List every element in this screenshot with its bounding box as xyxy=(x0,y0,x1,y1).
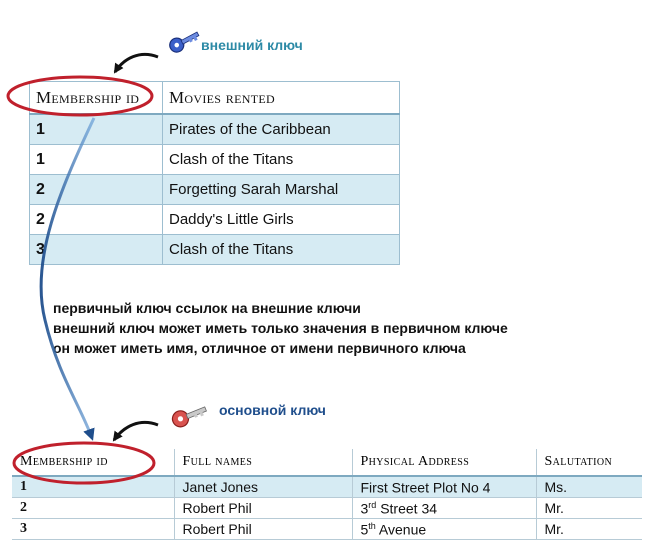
key-icon xyxy=(171,406,207,428)
note-line-1: первичный ключ ссылок на внешние ключи xyxy=(53,300,361,316)
key-icon xyxy=(169,31,200,53)
address-text: 5 xyxy=(360,521,369,538)
cell-physical-address: 3rd Street 34 xyxy=(351,497,536,519)
table-header-row: Membership id Full names Physical Addres… xyxy=(12,449,642,477)
cell-membership-id: 1 xyxy=(12,476,174,498)
cell-membership-id: 2 xyxy=(12,497,174,519)
column-header-movies-rented: Movies rented xyxy=(162,81,400,115)
cell-membership-id: 2 xyxy=(29,174,163,205)
cell-salutation: Mr. xyxy=(535,518,642,540)
pointer-arrow-primary-key xyxy=(112,420,159,442)
cell-membership-id: 3 xyxy=(29,234,163,265)
cell-physical-address: First Street Plot No 4 xyxy=(351,476,536,498)
pointer-arrow-foreign-key xyxy=(113,52,159,74)
primary-key-caption: основной ключ xyxy=(219,402,326,418)
table-header-row: Membership id Movies rented xyxy=(29,81,400,115)
cell-movie: Pirates of the Caribbean xyxy=(162,113,400,145)
cell-membership-id: 1 xyxy=(29,113,163,145)
table-row: 1 Janet Jones First Street Plot No 4 Ms. xyxy=(12,476,642,498)
table-row: 2 Daddy's Little Girls xyxy=(29,204,400,235)
column-header-full-names: Full names xyxy=(173,449,352,477)
cell-salutation: Ms. xyxy=(535,476,642,498)
cell-membership-id: 2 xyxy=(29,204,163,235)
foreign-key-caption: внешний ключ xyxy=(201,37,303,53)
table-row: 3 Robert Phil 5th Avenue Mr. xyxy=(12,518,642,540)
movies-rented-table: Membership id Movies rented 1 Pirates of… xyxy=(29,81,400,265)
note-line-3: он может иметь имя, отличное от имени пе… xyxy=(53,340,466,356)
address-text: 3 xyxy=(360,500,369,517)
cell-full-name: Janet Jones xyxy=(173,476,352,498)
address-text-rest: Avenue xyxy=(375,521,427,538)
column-header-salutation: Salutation xyxy=(535,449,642,477)
cell-membership-id: 3 xyxy=(12,518,174,540)
cell-movie: Daddy's Little Girls xyxy=(162,204,400,235)
column-header-membership-id: Membership id xyxy=(12,449,174,477)
table-row: 3 Clash of the Titans xyxy=(29,234,400,265)
table-row: 2 Forgetting Sarah Marshal xyxy=(29,174,400,205)
members-table: Membership id Full names Physical Addres… xyxy=(12,449,642,540)
cell-movie: Clash of the Titans xyxy=(162,234,400,265)
column-header-membership-id: Membership id xyxy=(29,81,163,115)
table-row: 1 Pirates of the Caribbean xyxy=(29,113,400,145)
address-text-rest: Street 34 xyxy=(376,500,438,517)
address-text: First Street Plot No 4 xyxy=(360,479,491,496)
address-ordinal-suffix: rd xyxy=(368,499,377,510)
cell-membership-id: 1 xyxy=(29,144,163,175)
cell-full-name: Robert Phil xyxy=(173,518,352,540)
cell-movie: Clash of the Titans xyxy=(162,144,400,175)
column-header-physical-address: Physical Address xyxy=(351,449,536,477)
table-row: 2 Robert Phil 3rd Street 34 Mr. xyxy=(12,497,642,519)
cell-physical-address: 5th Avenue xyxy=(351,518,536,540)
note-line-2: внешний ключ может иметь только значения… xyxy=(53,320,508,336)
address-ordinal-suffix: th xyxy=(368,520,376,531)
cell-movie: Forgetting Sarah Marshal xyxy=(162,174,400,205)
table-row: 1 Clash of the Titans xyxy=(29,144,400,175)
cell-full-name: Robert Phil xyxy=(173,497,352,519)
cell-salutation: Mr. xyxy=(535,497,642,519)
